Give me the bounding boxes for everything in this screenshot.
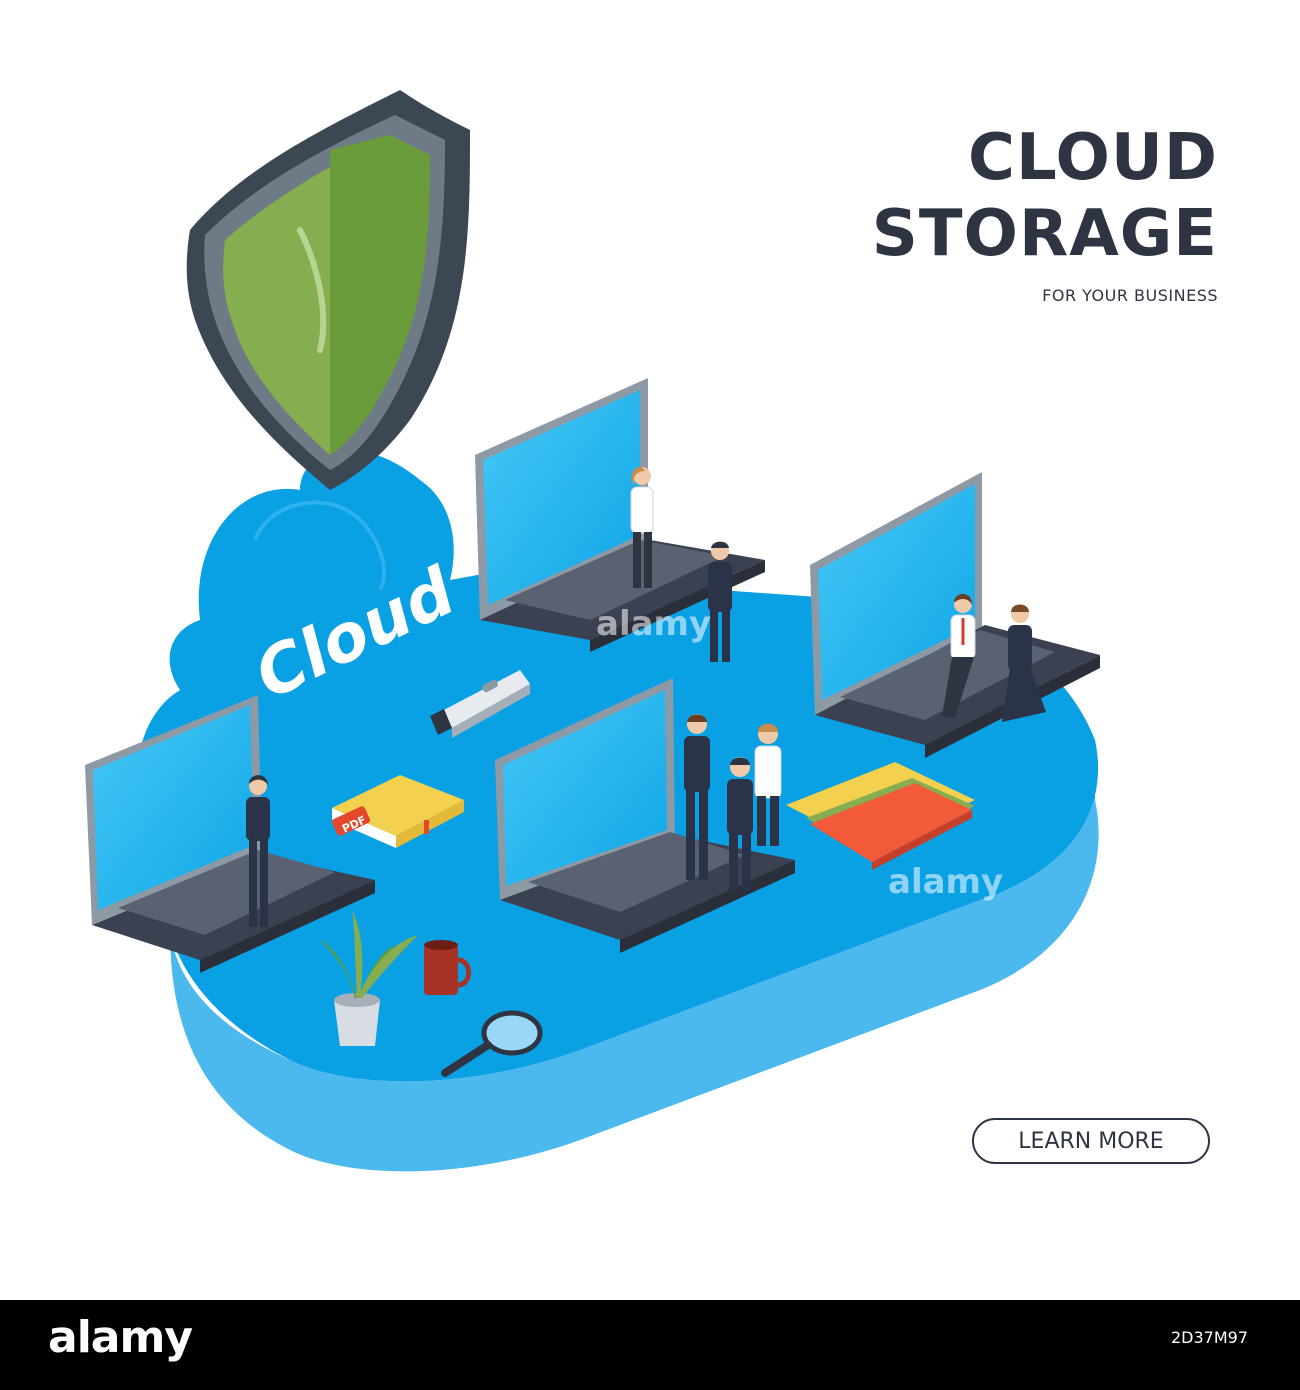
person-icon xyxy=(754,723,782,846)
headline: CLOUD STORAGE FOR YOUR BUSINESS xyxy=(872,120,1218,305)
laptop-icon xyxy=(85,695,375,973)
brand-logo: alamy xyxy=(48,1312,193,1363)
watermark: alamy xyxy=(596,604,712,644)
person-icon xyxy=(708,541,732,662)
headline-line-1: CLOUD xyxy=(968,121,1218,195)
footer-bar: alamy 2D37M97 xyxy=(0,1300,1300,1390)
person-icon xyxy=(684,714,710,880)
cloud-illustration: Cloud xyxy=(85,90,1100,1172)
stock-id: 2D37M97 xyxy=(1170,1328,1248,1347)
learn-more-button[interactable]: LEARN MORE xyxy=(972,1118,1210,1164)
folder-icon xyxy=(786,762,975,870)
mug-icon xyxy=(424,940,471,995)
headline-line-2: STORAGE xyxy=(871,197,1218,271)
person-icon xyxy=(1002,604,1046,722)
book-icon: PDF xyxy=(331,775,464,848)
shield-icon xyxy=(186,90,470,490)
plant-icon xyxy=(320,910,418,1046)
usb-drive-icon xyxy=(430,670,530,738)
laptop-icon xyxy=(475,378,765,652)
person-icon xyxy=(942,593,976,718)
person-icon xyxy=(246,775,270,927)
laptop-icon xyxy=(495,678,795,953)
headline-subtitle: FOR YOUR BUSINESS xyxy=(1042,286,1218,305)
person-icon xyxy=(727,757,753,891)
watermark: alamy xyxy=(888,862,1004,902)
person-icon xyxy=(630,466,654,588)
magnifier-icon xyxy=(441,1010,543,1077)
